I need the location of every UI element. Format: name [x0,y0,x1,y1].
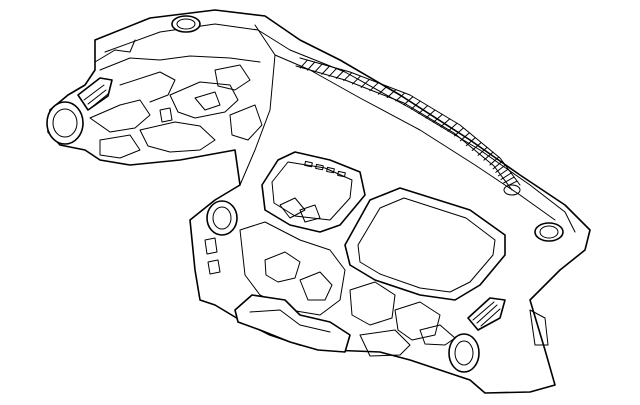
defroster-slat [447,122,458,132]
defroster-slat [454,127,465,137]
defroster-slat [351,75,362,85]
lower-support-bracket [204,237,549,357]
defroster-slat [425,109,436,119]
defroster-slat [503,176,515,184]
defroster-slat [500,172,512,180]
left-knee-round-outlet [206,200,238,236]
defroster-slat [306,61,316,71]
defroster-slat [299,59,308,69]
defroster-slat [395,92,406,102]
left-speaker-grille [171,15,201,33]
defroster-slat [410,100,421,110]
defroster-slat [465,137,476,147]
left-air-vent [77,77,113,111]
defroster-slat [314,63,323,73]
center-display-housing [261,151,366,233]
defroster-slat [321,65,330,75]
defroster-slat [432,113,443,123]
center-console-opening [239,221,441,341]
right-round-outlet [448,333,480,373]
defroster-slat [377,85,388,95]
left-round-outlet [46,101,84,145]
defroster-slat [343,72,353,82]
defroster-slat [386,89,397,99]
defroster-slat [477,146,488,156]
defroster-slat [495,164,506,173]
defroster-slat [369,82,379,92]
defroster-slat [489,156,500,166]
internal-frame-structure [89,39,263,159]
defroster-slat [418,105,429,115]
defroster-slat [360,78,370,88]
defroster-slat [440,118,451,128]
right-speaker-grille [534,222,564,242]
defroster-slat [471,141,482,151]
defroster-slat [459,132,470,142]
defroster-slat [497,168,509,177]
display-buttons [304,160,346,178]
defroster-slat [335,69,345,79]
defroster-slat [403,96,414,106]
defroster-slat [328,67,338,77]
defroster-slat [492,160,503,170]
windshield-defroster-vent [295,57,521,196]
glovebox-recess [344,187,506,301]
right-air-vent [467,297,506,331]
defroster-slat [483,151,494,161]
